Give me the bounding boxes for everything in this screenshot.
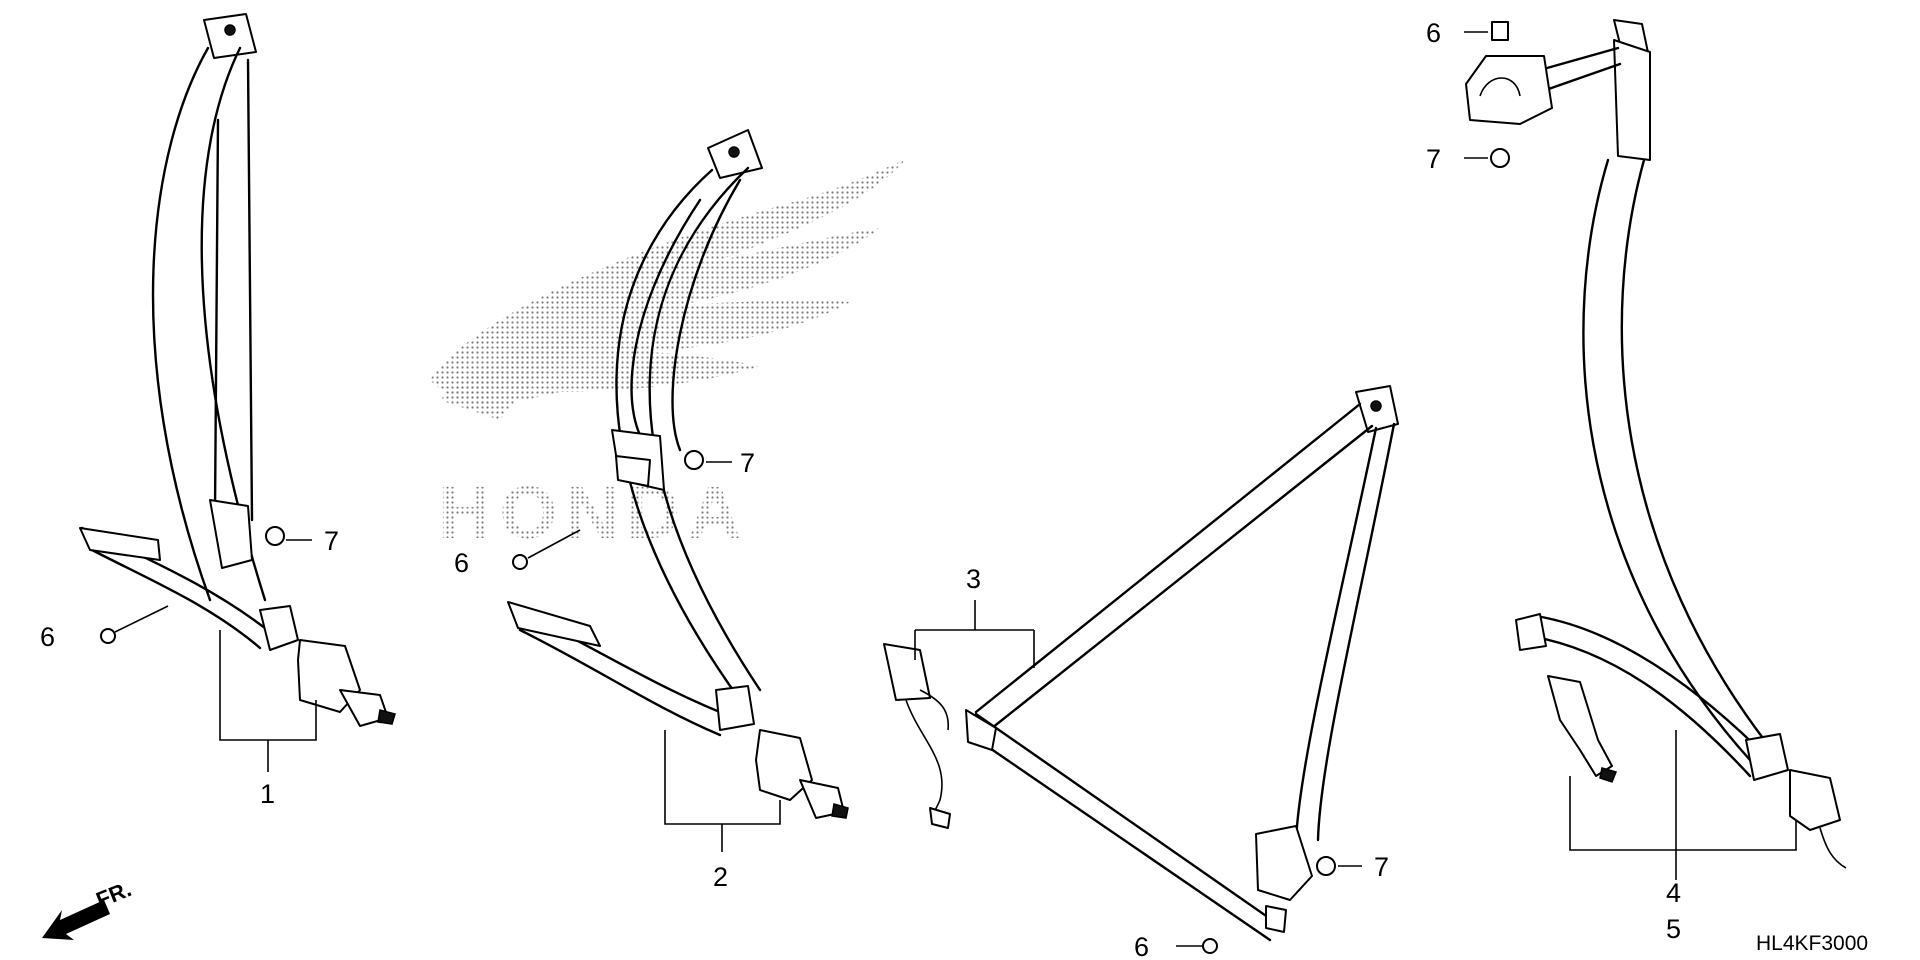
nut-icon xyxy=(265,526,285,546)
callout-3: 3 xyxy=(966,564,981,594)
front-direction-indicator: FR. xyxy=(42,876,135,940)
callout-2: 2 xyxy=(713,862,728,892)
seat-belt-assembly-1 xyxy=(79,13,396,772)
seat-belt-assembly-4-5 xyxy=(1464,19,1847,880)
callout-6-right: 6 xyxy=(1426,18,1441,48)
front-direction-label: FR. xyxy=(93,876,135,912)
callout-6-middle: 6 xyxy=(454,548,469,578)
callout-labels: 1 2 3 4 5 6 6 6 6 7 7 7 7 xyxy=(40,18,1681,960)
bolt-icon xyxy=(1202,938,1218,954)
callout-4: 4 xyxy=(1666,878,1681,908)
bolt-icon xyxy=(1491,21,1509,41)
honda-watermark-text: HONDA xyxy=(438,471,749,554)
callout-6-left: 6 xyxy=(40,622,55,652)
callout-6-center: 6 xyxy=(1134,932,1149,960)
front-direction-arrow-icon xyxy=(42,900,110,940)
callout-7-middle: 7 xyxy=(740,448,755,478)
callout-5: 5 xyxy=(1666,914,1681,944)
callout-1: 1 xyxy=(260,779,275,809)
honda-wing-logo-watermark: HONDA xyxy=(430,160,905,554)
bolt-icon xyxy=(512,554,528,570)
nut-icon xyxy=(684,450,704,470)
seat-belt-assembly-2 xyxy=(507,129,849,852)
bolt-icon xyxy=(100,628,116,644)
callout-7-left: 7 xyxy=(324,526,339,556)
callout-7-center: 7 xyxy=(1374,852,1389,882)
callout-7-right: 7 xyxy=(1426,144,1441,174)
seat-belt-assembly-3 xyxy=(883,385,1399,954)
diagram-code: HL4KF3000 xyxy=(1756,932,1868,955)
nut-icon xyxy=(1316,856,1336,876)
nut-icon xyxy=(1490,148,1510,168)
